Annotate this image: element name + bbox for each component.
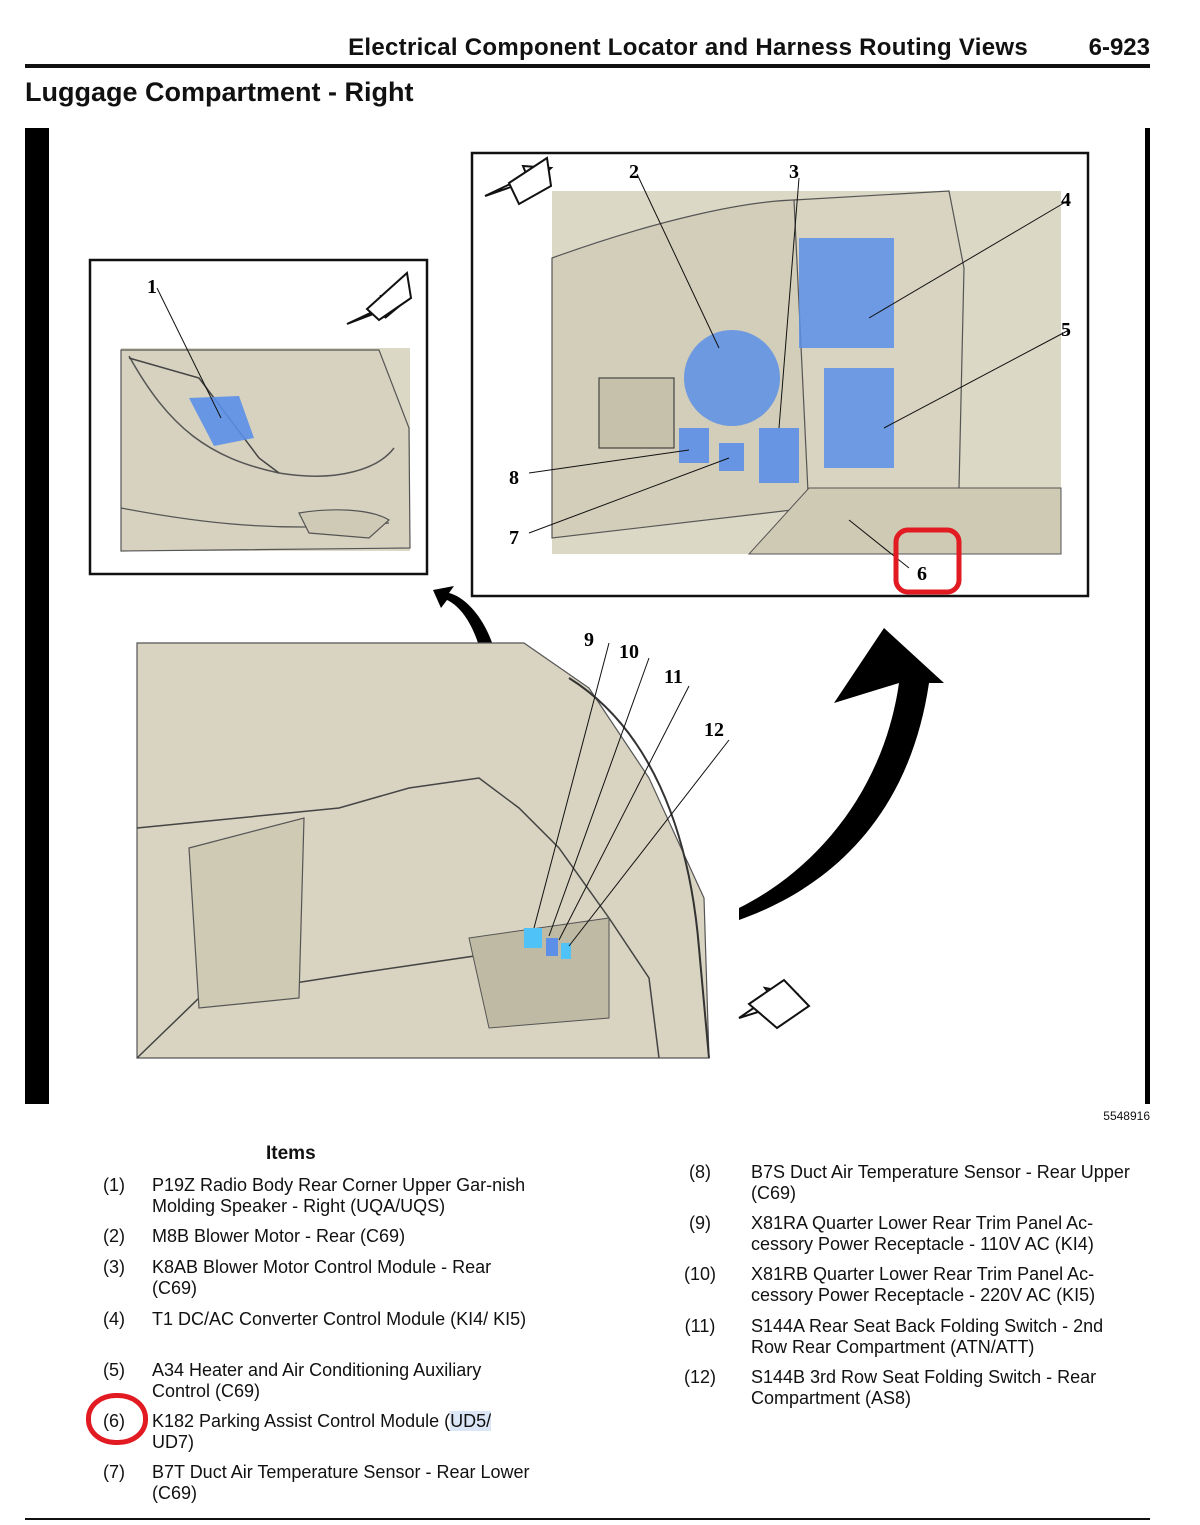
red-annotation-box: [893, 527, 962, 595]
receptacle-220v: [546, 938, 558, 956]
item-text: B7T Duct Air Temperature Sensor - Rear L…: [152, 1462, 530, 1503]
items-heading: Items: [266, 1143, 316, 1164]
callout-3: 3: [789, 161, 799, 183]
item-text-main: K182 Parking Assist Control Module (: [152, 1411, 451, 1431]
item-text: K8AB Blower Motor Control Module - Rear …: [152, 1257, 492, 1298]
callout-9: 9: [584, 629, 594, 651]
blower-highlight: [684, 330, 780, 426]
figure-id: 5548916: [1103, 1109, 1150, 1123]
item-number: (8): [689, 1162, 711, 1182]
item-text: S144A Rear Seat Back Folding Switch - 2n…: [751, 1316, 1104, 1357]
callout-1: 1: [147, 276, 157, 298]
section-title: Luggage Compartment - Right: [25, 77, 414, 107]
item-text: M8B Blower Motor - Rear (C69): [152, 1226, 406, 1246]
item-text-end: UD7): [152, 1432, 195, 1452]
speaker-highlight: [189, 396, 254, 446]
item-text: X81RA Quarter Lower Rear Trim Panel Ac-c…: [751, 1213, 1094, 1254]
callout-5: 5: [1061, 319, 1071, 341]
figure-drawing: 1 2 3 4 5 6 7 8 9 10 11 12: [88, 151, 1090, 1059]
item-number: (9): [689, 1213, 711, 1233]
bottom-rule: [25, 1518, 1150, 1520]
hvac-control-highlight: [824, 368, 894, 468]
item-number: (3): [103, 1257, 125, 1277]
item-text: T1 DC/AC Converter Control Module (KI4/ …: [152, 1309, 527, 1329]
receptacle-110v: [524, 928, 542, 948]
figure-canvas: 1 2 3 4 5 6 7 8 9 10 11 12: [49, 128, 1145, 1104]
header-title: Electrical Component Locator and Harness…: [348, 34, 1028, 61]
item-number: (4): [103, 1309, 125, 1329]
item-text: B7S Duct Air Temperature Sensor - Rear U…: [751, 1162, 1130, 1203]
rear-seat-switch: [561, 943, 571, 959]
item-number: (7): [103, 1462, 125, 1482]
item-number: (10): [683, 1264, 716, 1284]
curved-arrow-right: [739, 628, 944, 920]
item-text: A34 Heater and Air Conditioning Auxiliar…: [152, 1360, 482, 1401]
callout-7: 7: [509, 527, 519, 549]
red-annotation-circle: [86, 1393, 148, 1445]
page-number: 6-923: [1088, 34, 1150, 61]
locator-figure: 1 2 3 4 5 6 7 8 9 10 11 12: [25, 128, 1150, 1104]
callout-10: 10: [619, 641, 639, 663]
item-text: P19Z Radio Body Rear Corner Upper Gar-ni…: [152, 1175, 526, 1216]
item-number: (11): [684, 1316, 716, 1336]
callout-12: 12: [704, 719, 724, 741]
item-number: (1): [103, 1175, 125, 1195]
item-text: X81RB Quarter Lower Rear Trim Panel Ac-c…: [751, 1264, 1096, 1305]
callout-4: 4: [1061, 189, 1071, 211]
converter-highlight: [799, 238, 894, 348]
item-text-highlight: UD5/: [450, 1411, 492, 1431]
item-text: S144B 3rd Row Seat Folding Switch - Rear…: [751, 1367, 1097, 1408]
callout-2: 2: [629, 161, 639, 183]
callout-8: 8: [509, 467, 519, 489]
item-text: K182 Parking Assist Control Module (UD5/…: [152, 1411, 537, 1453]
item-number: (12): [683, 1367, 716, 1387]
callout-11: 11: [664, 666, 683, 688]
item-number: (2): [103, 1226, 125, 1246]
item-number: (5): [103, 1360, 125, 1380]
callout-6: 6: [917, 563, 927, 585]
header-rule: [25, 64, 1150, 68]
